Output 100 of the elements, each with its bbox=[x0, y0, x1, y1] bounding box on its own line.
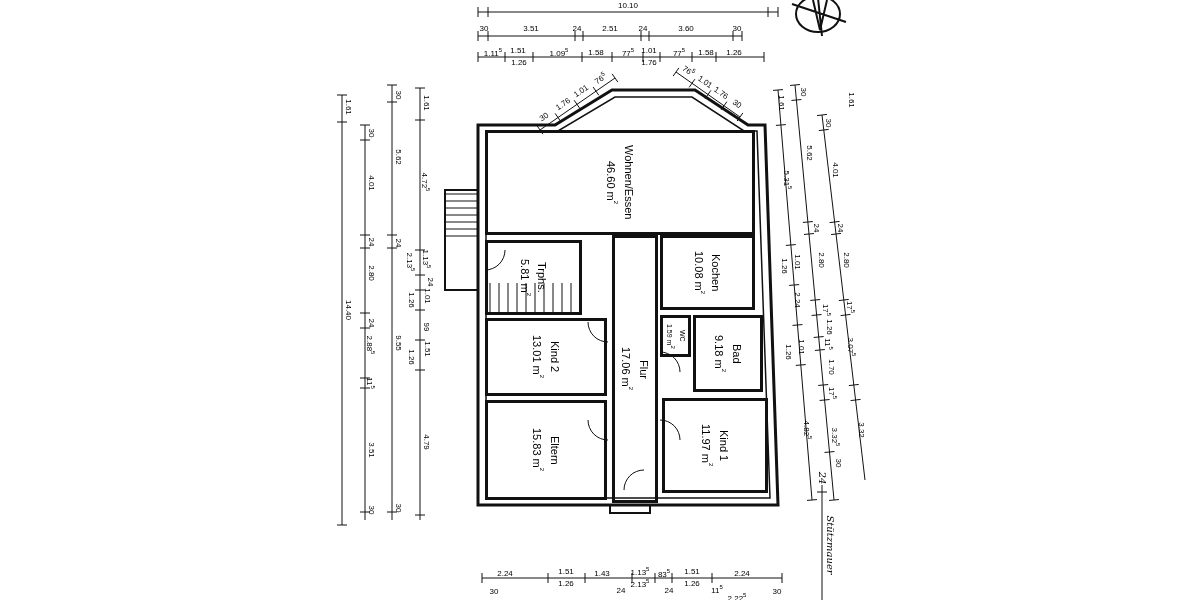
dimension-value: 1.26 bbox=[406, 292, 416, 308]
dimension-value: 1.11$^{5}$ bbox=[483, 46, 503, 58]
handwritten-note: 24 bbox=[817, 471, 827, 485]
dimension-value: 3.60 bbox=[678, 23, 694, 33]
dimension-value: 10.10 bbox=[618, 0, 638, 10]
dimension-value: 24 bbox=[638, 23, 648, 33]
dimension-value: 1.51 bbox=[558, 566, 574, 576]
dimension-value: 30 bbox=[730, 97, 744, 111]
dimension-value: 9.55 bbox=[393, 335, 403, 351]
dimension-value: 1.26 bbox=[406, 349, 416, 365]
dimension-value: 1.09$^{5}$ bbox=[549, 46, 569, 58]
dimension-value: 83$^{5}$ bbox=[657, 567, 671, 579]
dimension-value: 4.79 bbox=[421, 434, 431, 450]
room-name: Bad bbox=[730, 343, 743, 364]
dimension-value: 24 bbox=[616, 585, 626, 595]
room-outline bbox=[485, 130, 755, 235]
dimension-value: 30 bbox=[393, 90, 403, 100]
dimension-value: 1.01 bbox=[696, 73, 714, 91]
dimension-value: 1.76 bbox=[641, 57, 657, 67]
dimension-value: 1.26 bbox=[684, 578, 700, 588]
dimension-value: 1.01 bbox=[422, 288, 432, 304]
dimension-value: 30 bbox=[489, 586, 499, 596]
room-name: Trphs. bbox=[536, 262, 549, 293]
dimension-value: 1.26 bbox=[779, 258, 789, 274]
room-name: Kind 2 bbox=[548, 341, 561, 373]
dimension-value: 1.26 bbox=[726, 47, 742, 57]
dimension-value: 30 bbox=[823, 118, 833, 128]
dimension-value: 30 bbox=[833, 458, 843, 468]
dimension-value: 30 bbox=[798, 87, 808, 97]
dimension-value: 30 bbox=[393, 503, 403, 513]
dimension-value: 77$^{5}$ bbox=[672, 46, 686, 58]
dimension-value: 2.80 bbox=[366, 265, 376, 281]
dimension-value: 1.76 bbox=[554, 95, 572, 113]
dimension-value: 1.61 bbox=[421, 95, 431, 111]
dimension-value: 1.01 bbox=[572, 82, 590, 100]
dimension-value: 24 bbox=[811, 223, 821, 233]
room-name: Flur bbox=[637, 359, 650, 379]
dimension-value: 2.24 bbox=[497, 568, 513, 578]
room-outline bbox=[662, 398, 768, 493]
dimension-value: 3.51 bbox=[366, 442, 376, 458]
dimension-value: 24 bbox=[835, 223, 845, 233]
room-name: Kochen bbox=[710, 253, 723, 292]
dimension-value: 2.24 bbox=[792, 292, 802, 308]
dimension-value: 4.01 bbox=[366, 175, 376, 191]
dimension-value: 2.80 bbox=[841, 252, 851, 268]
dimension-value: 24 bbox=[572, 23, 582, 33]
dimension-value: 24 bbox=[366, 237, 376, 247]
dimension-value: 1.58 bbox=[698, 47, 714, 57]
dimension-value: 2.80 bbox=[816, 252, 826, 268]
dimension-value: 2.22$^{5}$ bbox=[727, 591, 747, 600]
dimension-value: 24 bbox=[664, 585, 674, 595]
dimension-value: 2.24 bbox=[734, 568, 750, 578]
dimension-value: 1.13$^{5}$ bbox=[630, 565, 650, 577]
dimension-value: 30 bbox=[479, 23, 489, 33]
dimension-value: 14.40 bbox=[343, 300, 353, 320]
dimension-value: 4.01 bbox=[830, 162, 840, 178]
room-outline bbox=[693, 315, 763, 392]
dimension-value: 1.76 bbox=[712, 84, 730, 102]
room-outline bbox=[660, 235, 755, 310]
dimension-value: 24 bbox=[393, 238, 403, 248]
dimension-value: 1.26 bbox=[824, 319, 834, 335]
dimension-value: 30 bbox=[732, 23, 742, 33]
dimension-value: 1.51 bbox=[510, 45, 526, 55]
dimension-value: 30 bbox=[537, 110, 551, 124]
dimension-value: 24 bbox=[366, 318, 376, 328]
dimension-value: 1.61 bbox=[776, 95, 786, 111]
room-name: Kind 1 bbox=[717, 429, 730, 462]
dimension-value: 1.01 bbox=[641, 45, 657, 55]
dimension-value: 11$^{5}$ bbox=[711, 583, 723, 595]
dimension-value: 77$^{5}$ bbox=[621, 46, 635, 58]
dimension-value: 1.26 bbox=[783, 344, 793, 360]
dimension-value: 3.32 bbox=[856, 422, 866, 438]
dimension-value: 2.51 bbox=[602, 23, 618, 33]
dimension-value: 99 bbox=[421, 322, 431, 332]
room-name: Eltern bbox=[548, 435, 561, 465]
dimension-value: 5.62 bbox=[393, 149, 403, 165]
dimension-value: 24 bbox=[425, 277, 435, 287]
room-name: Wohnen/Essen bbox=[622, 145, 635, 220]
room-outline bbox=[660, 315, 691, 357]
room-outline bbox=[485, 400, 607, 500]
dimension-value: 1.51 bbox=[684, 566, 700, 576]
dimension-value: 2.13$^{5}$ bbox=[630, 577, 650, 589]
dimension-value: 1.01 bbox=[796, 339, 806, 355]
dimension-value: 1.01 bbox=[792, 254, 802, 270]
dimension-value: 1.43 bbox=[594, 568, 610, 578]
dimension-value: 30 bbox=[366, 128, 376, 138]
dimension-value: 1.58 bbox=[588, 47, 604, 57]
dimension-value: 3.51 bbox=[523, 23, 539, 33]
dimension-value: 1.26 bbox=[511, 57, 527, 67]
dimension-value: 1.51 bbox=[422, 341, 432, 357]
dimension-value: 1.61 bbox=[343, 99, 353, 115]
handwritten-note: Stützmauer bbox=[825, 515, 835, 575]
dimension-value: 1.26 bbox=[558, 578, 574, 588]
dimension-value: 1.70 bbox=[826, 359, 836, 375]
room-outline bbox=[485, 318, 607, 396]
dimension-value: 5.62 bbox=[804, 145, 814, 161]
room-outline bbox=[612, 235, 658, 503]
dimension-value: 30 bbox=[366, 505, 376, 515]
dimension-value: 30 bbox=[772, 586, 782, 596]
room-outline bbox=[485, 240, 582, 315]
